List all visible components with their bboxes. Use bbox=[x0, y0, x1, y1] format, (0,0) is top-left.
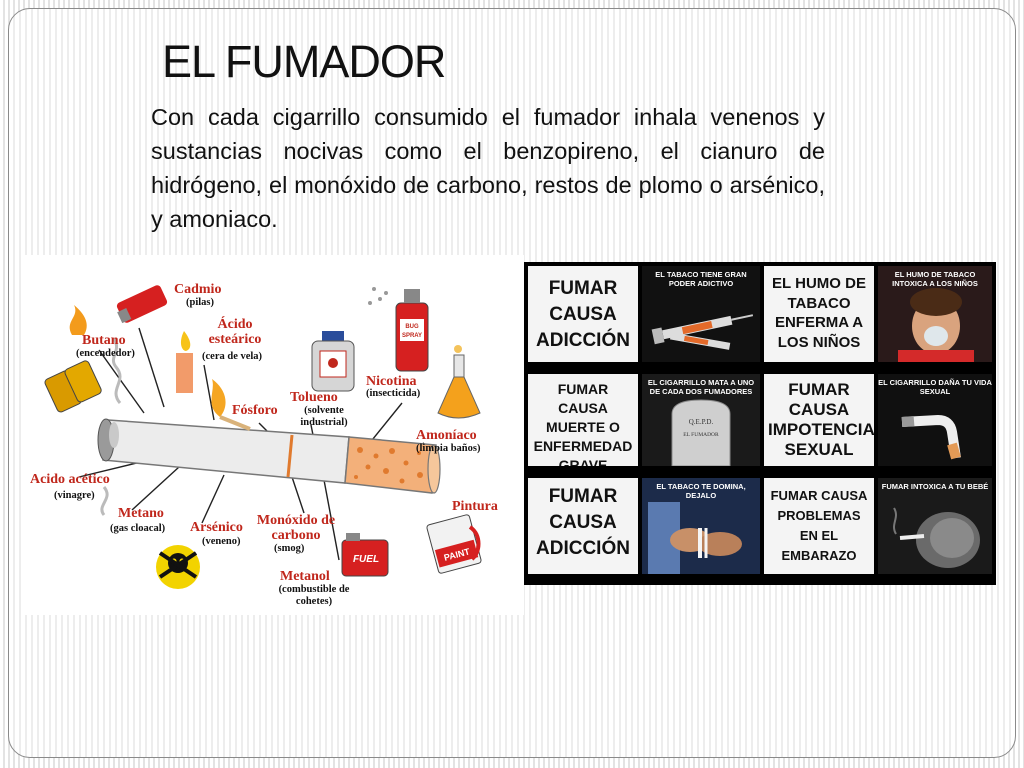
note-amoniaco: (limpia baños) bbox=[416, 443, 481, 454]
warning-photo-panel: EL HUMO DE TABACO INTOXICA A LOS NIÑOS bbox=[878, 266, 992, 362]
tombstone-icon: Q.E.P.D. EL FUMADOR bbox=[671, 399, 731, 466]
match-icon bbox=[211, 379, 251, 431]
lighter-icon bbox=[44, 305, 102, 413]
label-pintura: Pintura bbox=[452, 499, 498, 514]
warning-text: FUMAR CAUSA ADICCIÓN bbox=[536, 278, 630, 351]
warning-panel: FUMAR CAUSA MUERTE O ENFERMEDAD GRAVE bbox=[528, 374, 638, 466]
note-nicotina: (insecticida) bbox=[366, 388, 421, 399]
fuel-can-label: FUEL bbox=[353, 554, 379, 565]
label-acido-estearico: Ácido esteárico bbox=[208, 317, 262, 347]
label-nicotina: Nicotina bbox=[366, 374, 417, 389]
solvent-bottle-icon bbox=[311, 331, 355, 392]
cigarette-chemicals-diagram: BUG SPRAY FUEL PAINT bbox=[24, 255, 524, 615]
warning-text: FUMAR CAUSA PROBLEMAS EN EL EMBARAZO bbox=[770, 488, 868, 563]
note-butano: (encendedor) bbox=[76, 348, 135, 359]
label-butano: Butano bbox=[82, 333, 126, 348]
warning-photo-panel: FUMAR INTOXICA A TU BEBÉ bbox=[878, 478, 992, 574]
photo-caption: EL TABACO TE DOMINA, DEJALO bbox=[656, 482, 746, 500]
label-metanol: Metanol bbox=[280, 569, 330, 584]
syringe-icon bbox=[651, 314, 754, 350]
photo-caption: EL CIGARRILLO DAÑA TU VIDA SEXUAL bbox=[878, 378, 992, 396]
note-acido-estearico: (cera de vela) bbox=[202, 351, 263, 362]
paint-can-icon: PAINT bbox=[426, 514, 482, 574]
note-tolueno: (solvente industrial) bbox=[300, 405, 348, 428]
cigarette-diagram-graphic: BUG SPRAY FUEL PAINT bbox=[44, 285, 482, 589]
bent-cigarette-icon bbox=[901, 414, 961, 460]
warning-photo-panel: EL TABACO TIENE GRAN PODER ADICTIVO bbox=[642, 266, 760, 362]
battery-icon bbox=[116, 285, 168, 324]
candle-icon bbox=[176, 331, 193, 393]
label-amoniaco: Amoníaco bbox=[416, 428, 477, 443]
label-tolueno: Tolueno bbox=[290, 390, 338, 405]
label-arsenico: Arsénico bbox=[190, 520, 243, 535]
warning-photo-panel: EL CIGARRILLO DAÑA TU VIDA SEXUAL bbox=[878, 374, 992, 466]
label-metano: Metano bbox=[118, 506, 164, 521]
photo-caption: EL HUMO DE TABACO INTOXICA A LOS NIÑOS bbox=[892, 270, 978, 288]
cigarette-icon bbox=[97, 418, 441, 494]
warning-text: FUMAR CAUSA ADICCIÓN bbox=[536, 486, 630, 559]
tied-hands-photo bbox=[648, 502, 742, 574]
insecticide-spray-icon: BUG SPRAY bbox=[368, 287, 429, 372]
note-metanol: (combustible de cohetes) bbox=[278, 584, 350, 607]
warning-text: FUMAR CAUSA MUERTE O ENFERMEDAD GRAVE bbox=[533, 381, 633, 466]
warning-photo-panel: EL CIGARRILLO MATA A UNO DE CADA DOS FUM… bbox=[642, 374, 760, 466]
gas-wisp-icon bbox=[100, 486, 109, 516]
label-fosforo: Fósforo bbox=[232, 403, 278, 418]
note-monoxido-de-carbono: (smog) bbox=[274, 543, 305, 554]
label-cadmio: Cadmio bbox=[174, 282, 222, 297]
tombstone-name: EL FUMADOR bbox=[683, 432, 719, 438]
fuel-can-icon: FUEL bbox=[341, 533, 389, 577]
warning-text: EL HUMO DE TABACO ENFERMA A LOS NIÑOS bbox=[772, 275, 866, 351]
smoke-wisp bbox=[111, 338, 122, 404]
note-acido-acetico: (vinagre) bbox=[54, 490, 95, 501]
pregnant-woman-photo bbox=[893, 507, 980, 568]
note-arsenico: (veneno) bbox=[202, 536, 241, 547]
warning-panel: EL HUMO DE TABACO ENFERMA A LOS NIÑOS bbox=[764, 266, 874, 362]
flask-icon bbox=[437, 345, 481, 419]
smoking-warnings-poster: FUMAR CAUSA ADICCIÓN EL TABACO TIENE GRA… bbox=[524, 262, 996, 585]
photo-caption: EL CIGARRILLO MATA A UNO DE CADA DOS FUM… bbox=[647, 378, 755, 396]
warning-panel: FUMAR CAUSA ADICCIÓN bbox=[528, 266, 638, 362]
photo-caption: FUMAR INTOXICA A TU BEBÉ bbox=[881, 482, 989, 491]
warning-panel: FUMAR CAUSA PROBLEMAS EN EL EMBARAZO bbox=[764, 478, 874, 574]
note-metano: (gas cloacal) bbox=[110, 523, 166, 534]
slide-title: EL FUMADOR bbox=[162, 36, 446, 87]
bug-spray-label: BUG bbox=[405, 324, 419, 330]
label-acido-acetico: Acido acético bbox=[30, 472, 110, 487]
skull-poison-icon bbox=[156, 545, 200, 589]
note-cadmio: (pilas) bbox=[186, 297, 215, 308]
tombstone-rip: Q.E.P.D. bbox=[689, 418, 714, 426]
child-mask-photo bbox=[898, 288, 974, 362]
photo-caption: EL TABACO TIENE GRAN PODER ADICTIVO bbox=[655, 270, 747, 288]
warning-panel: FUMAR CAUSA ADICCIÓN bbox=[528, 478, 638, 574]
warning-text: FUMAR CAUSA IMPOTENCIA SEXUAL bbox=[768, 380, 874, 459]
warning-photo-panel: EL TABACO TE DOMINA, DEJALO bbox=[642, 478, 760, 574]
slide-body-text: Con cada cigarrillo consumido el fumador… bbox=[151, 104, 825, 232]
label-monoxido-de-carbono: Monóxido de carbono bbox=[256, 513, 336, 543]
bug-spray-label-2: SPRAY bbox=[402, 333, 422, 339]
warning-panel: FUMAR CAUSA IMPOTENCIA SEXUAL bbox=[764, 374, 874, 466]
